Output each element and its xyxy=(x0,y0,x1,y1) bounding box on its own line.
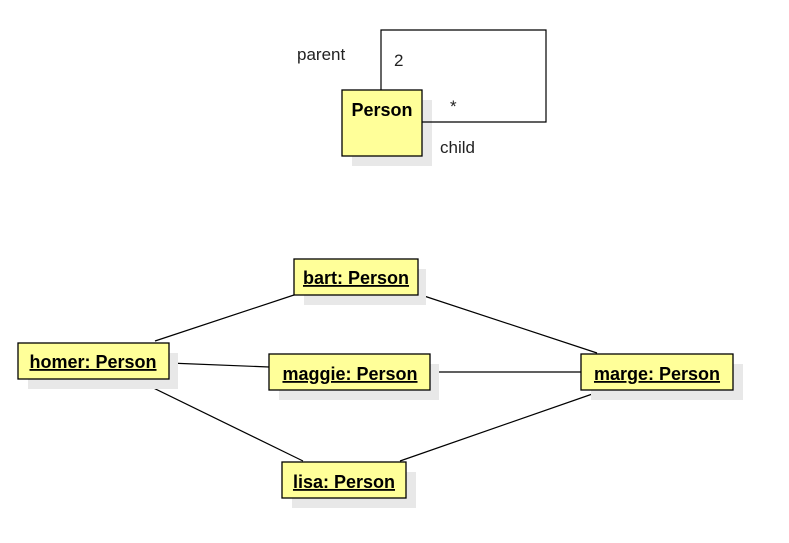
link-bart-marge[interactable] xyxy=(417,293,598,354)
object-maggie[interactable]: maggie: Person xyxy=(268,353,439,400)
link-homer-lisa[interactable] xyxy=(134,378,304,462)
link-lisa-marge[interactable] xyxy=(399,390,602,462)
class-diagram: Person parent 2 * child xyxy=(297,29,547,166)
multiplicity-child-label: * xyxy=(450,97,457,116)
object-maggie-label: maggie: Person xyxy=(282,364,417,384)
object-homer[interactable]: homer: Person xyxy=(17,342,178,389)
role-parent-label: parent xyxy=(297,45,345,64)
multiplicity-parent-label: 2 xyxy=(394,51,403,70)
object-bart-box[interactable] xyxy=(293,258,419,296)
link-homer-bart[interactable] xyxy=(154,293,298,342)
object-links xyxy=(134,293,602,462)
class-person-box[interactable] xyxy=(341,89,423,157)
object-bart-label: bart: Person xyxy=(303,268,409,288)
object-maggie-box[interactable] xyxy=(268,353,431,391)
object-lisa-label: lisa: Person xyxy=(293,472,395,492)
role-child-label: child xyxy=(440,138,475,157)
class-person-name: Person xyxy=(351,100,412,120)
object-marge[interactable]: marge: Person xyxy=(580,353,743,400)
object-marge-label: marge: Person xyxy=(594,364,720,384)
object-lisa[interactable]: lisa: Person xyxy=(281,461,416,508)
object-homer-box[interactable] xyxy=(17,342,170,380)
object-bart[interactable]: bart: Person xyxy=(293,258,426,305)
object-lisa-box[interactable] xyxy=(281,461,407,499)
object-homer-label: homer: Person xyxy=(29,352,156,372)
link-homer-maggie[interactable] xyxy=(168,362,270,368)
self-association-line[interactable] xyxy=(380,29,547,123)
object-marge-box[interactable] xyxy=(580,353,734,391)
